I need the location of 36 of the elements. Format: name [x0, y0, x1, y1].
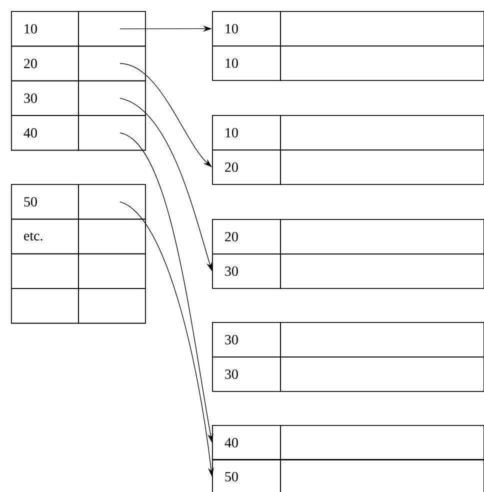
record-cell: [280, 219, 484, 254]
pointer-cell: [78, 80, 146, 116]
key-cell: 50: [212, 459, 281, 492]
record-cell: [280, 322, 484, 358]
record-cell: [280, 150, 484, 185]
key-cell: 20: [212, 150, 281, 185]
key-cell: [11, 288, 79, 324]
record-cell: [280, 459, 484, 492]
record-cell: [280, 11, 484, 46]
record-cell: [280, 356, 484, 392]
key-cell: [11, 253, 79, 289]
pointer-cell: [78, 184, 146, 220]
pointer-cell: [78, 115, 146, 151]
record-cell: [280, 254, 484, 289]
key-cell: 10: [212, 11, 281, 46]
pointer-cell: [78, 46, 146, 82]
record-cell: [280, 425, 484, 460]
key-cell: 10: [212, 46, 281, 81]
pointer-cell: [78, 11, 146, 47]
key-cell: etc.: [11, 218, 79, 254]
record-cell: [280, 115, 484, 150]
key-cell: 10: [212, 115, 281, 150]
record-cell: [280, 46, 484, 81]
key-cell: 30: [212, 322, 281, 358]
key-cell: 10: [11, 11, 79, 47]
key-cell: 30: [212, 356, 281, 392]
key-cell: 30: [11, 80, 79, 116]
pointer-cell: [78, 253, 146, 289]
key-cell: 20: [212, 219, 281, 254]
key-cell: 30: [212, 254, 281, 289]
pointer-cell: [78, 218, 146, 254]
key-cell: 40: [11, 115, 79, 151]
key-cell: 40: [212, 425, 281, 460]
key-cell: 20: [11, 46, 79, 82]
pointer-cell: [78, 288, 146, 324]
key-cell: 50: [11, 184, 79, 220]
